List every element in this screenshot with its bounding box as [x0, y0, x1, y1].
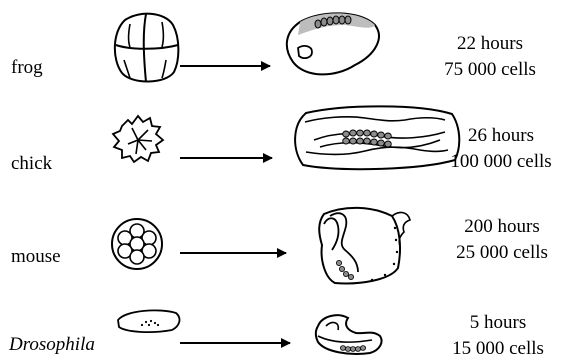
frog-later-embryo: [287, 13, 379, 74]
organism-label-drosophila: Drosophila: [9, 334, 95, 356]
drosophila-later-embryo: [316, 315, 382, 354]
mouse-later-embryo: [319, 208, 410, 284]
organism-label-chick: chick: [11, 153, 52, 175]
drosophila-stats: 5 hours 15 000 cells: [436, 310, 560, 362]
chick-stats: 26 hours 100 000 cells: [436, 123, 566, 175]
drosophila-early-embryo: [118, 310, 179, 332]
chick-cells: 100 000 cells: [436, 149, 566, 175]
chick-time: 26 hours: [436, 123, 566, 149]
drosophila-cells: 15 000 cells: [436, 336, 560, 362]
frog-cells: 75 000 cells: [430, 57, 550, 83]
organism-label-frog: frog: [11, 57, 43, 79]
mouse-stats: 200 hours 25 000 cells: [440, 214, 564, 266]
frog-stats: 22 hours 75 000 cells: [430, 31, 550, 83]
frog-early-embryo: [115, 14, 179, 82]
mouse-time: 200 hours: [440, 214, 564, 240]
mouse-early-embryo: [112, 219, 162, 269]
drosophila-time: 5 hours: [436, 310, 560, 336]
mouse-cells: 25 000 cells: [440, 240, 564, 266]
frog-time: 22 hours: [430, 31, 550, 57]
chick-later-embryo: [295, 106, 459, 169]
organism-label-mouse: mouse: [11, 246, 61, 268]
chick-early-embryo: [113, 116, 163, 162]
